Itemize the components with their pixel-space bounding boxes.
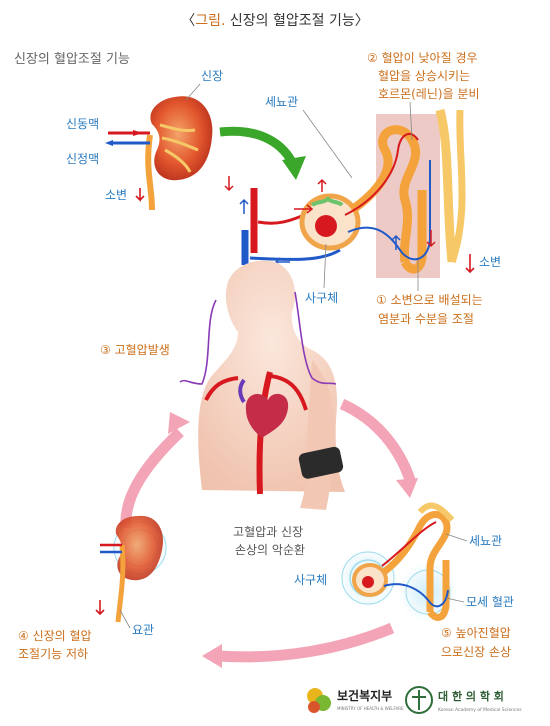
ministry-name: 보건복지부 [337, 688, 392, 703]
kidney-label: 신장 [201, 69, 223, 83]
academy-name: 대 한 의 학 회 [438, 689, 504, 703]
capillary-label: 모세 혈관 [466, 595, 514, 609]
artery-arm [269, 374, 308, 411]
damaged-glomerulus-label: 사구체 [294, 573, 327, 587]
section-label: 신장의 혈압조절 기능 [14, 52, 130, 67]
artery-arrow-icon [133, 130, 143, 136]
vein-arrow-icon [105, 140, 113, 146]
blood-pressure-cuff [298, 446, 344, 479]
ministry-sub: MINISTRY OF HEALTH & WELFARE [337, 706, 404, 711]
academy-sub: Korean Academy of Medical Sciences [438, 707, 522, 713]
up-arrow-icon [317, 178, 327, 192]
right-arrow-icon [294, 204, 314, 214]
cycle-arrow-right [339, 398, 416, 482]
vein-up-arrow-icon [239, 198, 249, 214]
tubule-up-arrow-icon [391, 234, 401, 250]
heart-icon [245, 393, 289, 438]
renal-artery-label: 신동맥 [66, 117, 99, 131]
ureter-label: 요관 [132, 623, 154, 637]
glomerulus-label: 사구체 [305, 291, 338, 305]
tubule-down-arrow-icon [426, 230, 436, 248]
cycle-arrow-bottom [217, 622, 395, 663]
ureter-down-arrow-icon [95, 600, 105, 616]
green-arrow-head-icon [282, 156, 306, 180]
note-salt-water: ① 소변으로 배설되는 염분과 수분을 조절 [376, 293, 487, 326]
urine-label-top-left: 소변 [105, 188, 127, 202]
damaged-tubule-label: 세뇨관 [469, 534, 502, 548]
note-function-decline: ④ 신장의 혈압 조절기능 저하 [18, 629, 95, 661]
damaged-kidney-illustration [100, 515, 163, 623]
down-arrow-icon [135, 188, 145, 202]
urine-down-arrow-icon [465, 254, 475, 274]
renal-vein-label: 신정맥 [66, 152, 99, 166]
figure-title: 〈그림. 신장의 혈압조절 기능〉 [181, 13, 369, 29]
cycle-arrow-left [120, 428, 184, 529]
green-flow-arrow [219, 126, 296, 165]
ministry-logo [307, 688, 331, 713]
hypertension-label: ③ 고혈압발생 [100, 343, 170, 357]
pressure-waveform-right [294, 291, 337, 385]
cycle-arrow-bottom-head-icon [202, 644, 222, 668]
cycle-arrow-right-head-icon [396, 478, 418, 498]
artery-down-arrow-icon [224, 176, 234, 192]
note-renin: ② 혈압이 낮아질 경우 혈압을 상승시키는 호르몬(레닌)을 분비 [367, 51, 481, 101]
nephron-illustration [241, 108, 466, 274]
pressure-waveform-left [179, 299, 217, 385]
note-kidney-damage: ⑤ 높아진혈압 으로신장 손상 [441, 626, 515, 659]
vicious-cycle-label: 고혈압과 신장 손상의 악순환 [233, 525, 307, 557]
tubule-label: 세뇨관 [265, 95, 298, 109]
cycle-arrow-left-head-icon [168, 412, 190, 434]
artery-arm-left [204, 376, 239, 401]
kidney-illustration-top [145, 96, 213, 211]
damaged-nephron-illustration [352, 502, 455, 621]
academy-logo [405, 686, 433, 714]
urine-label-top-right: 소변 [479, 255, 501, 269]
